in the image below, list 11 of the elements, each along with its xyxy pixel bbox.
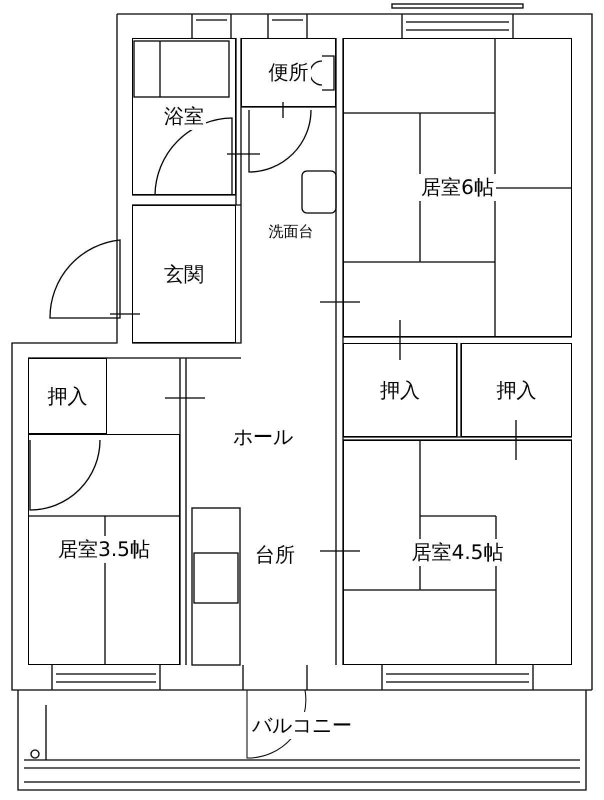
room-box: 押入 <box>343 343 457 437</box>
balcony-area: バルコニー <box>18 690 586 790</box>
room-box: 玄関 <box>132 205 236 343</box>
room-box: 浴室 <box>132 38 236 195</box>
room-box: 押入 <box>28 358 107 434</box>
room-box: 居室4.5帖 <box>343 440 572 665</box>
room-box: 居室6帖 <box>343 38 572 337</box>
room-box: 押入 <box>461 343 572 437</box>
room-label: 洗面台 <box>268 222 314 242</box>
room-box: 居室3.5帖 <box>28 434 180 665</box>
room-box: 便所 <box>241 38 336 107</box>
